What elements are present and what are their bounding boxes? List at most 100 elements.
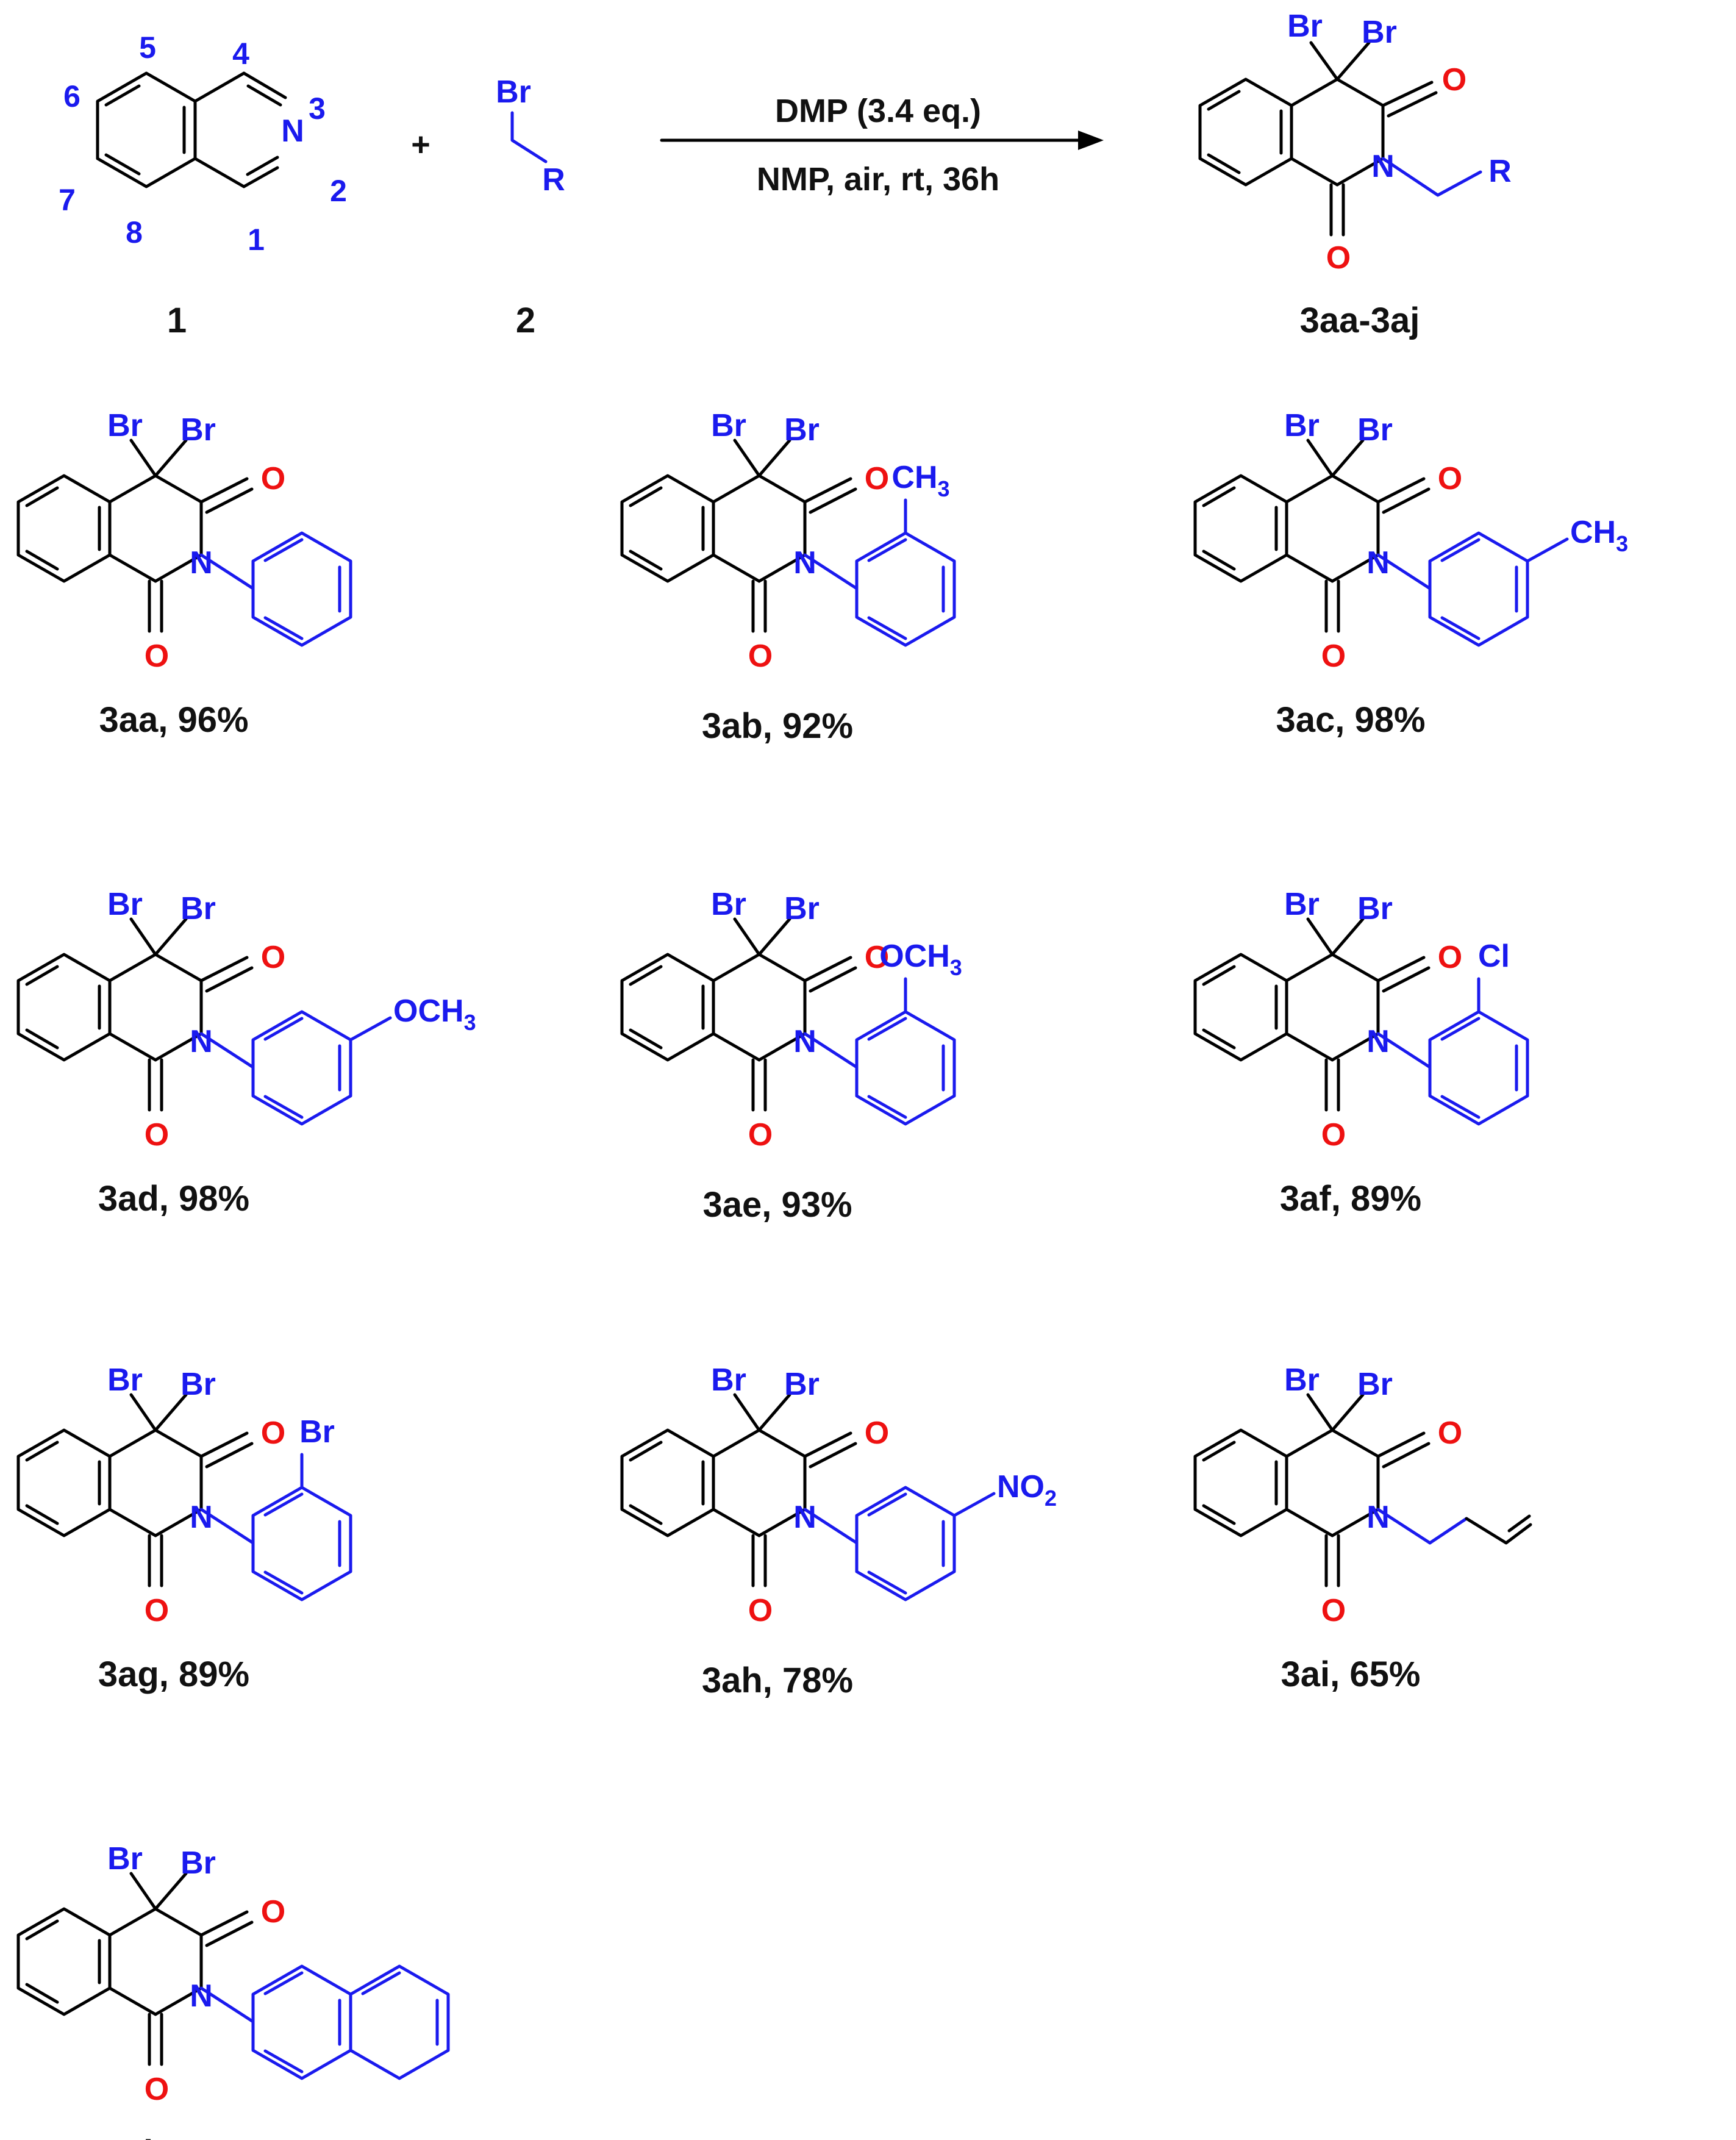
reagent-label: DMP (3.4 eq.) [775, 93, 981, 129]
core-o-1: O [865, 1415, 889, 1451]
product-caption: 3aj, 73% [104, 2133, 244, 2140]
core-br-2: Br [784, 1367, 820, 1402]
position-4: 4 [232, 37, 249, 71]
product-caption: 3ag, 89% [98, 1655, 249, 1694]
substituent-group: NO2 [997, 1469, 1057, 1511]
substituent-group: CH3 [891, 460, 949, 501]
aryl-ring [253, 533, 351, 645]
core-br-2: Br [784, 891, 820, 926]
core-br-2: Br [1357, 412, 1393, 448]
core-n: N [1366, 545, 1390, 581]
gen-br-2: Br [1362, 15, 1397, 50]
gen-br-1: Br [1287, 9, 1323, 44]
product-3ab: Br BrO O N CH3 3ab, 92% [622, 408, 954, 746]
core-o-1: O [261, 1894, 285, 1930]
core-br-1: Br [1284, 1362, 1320, 1398]
substituent-group: Cl [1478, 939, 1510, 974]
position-2: 2 [330, 174, 347, 208]
product-caption: 3af, 89% [1280, 1179, 1421, 1219]
aryl-ring [857, 1012, 954, 1124]
core-br-1: Br [107, 1841, 143, 1877]
core-o-2: O [145, 2072, 169, 2107]
alkyl-bromide-reactant: Br R 2 [496, 74, 565, 340]
position-8: 8 [126, 215, 143, 249]
general-product: Br Br O O N R 3aa-3aj [1198, 9, 1512, 340]
product-3aj: BrBrOON3aj, 73% [18, 1841, 450, 2140]
reactant2-r: R [542, 162, 565, 198]
core-n: N [793, 545, 816, 581]
product-caption: 3ae, 93% [702, 1185, 852, 1225]
aryl-ring [253, 1487, 351, 1600]
core-n: N [190, 545, 213, 581]
aryl-ring [1430, 1012, 1527, 1124]
position-7: 7 [59, 183, 76, 217]
product-caption: 3ai, 65% [1281, 1655, 1421, 1694]
core-o-2: O [1321, 639, 1346, 674]
gen-o-1: O [1442, 62, 1466, 98]
core-o-2: O [748, 639, 773, 674]
core-o-1: O [261, 1415, 285, 1451]
core-o-2: O [1321, 1117, 1346, 1153]
core-o-2: O [145, 639, 169, 674]
reactant2-label: 2 [516, 301, 535, 340]
gen-n: N [1371, 149, 1395, 184]
core-o-1: O [865, 461, 889, 496]
core-n: N [190, 1500, 213, 1535]
position-1: 1 [248, 223, 265, 257]
core-o-1: O [261, 940, 285, 975]
core-n: N [1366, 1500, 1390, 1535]
product-3ah: Br BrO O N NO2 3ah, 78% [622, 1362, 1057, 1700]
product-caption: 3ab, 92% [702, 706, 853, 746]
core-o-2: O [748, 1593, 773, 1628]
core-br-1: Br [107, 1362, 143, 1398]
product-caption: 3ah, 78% [702, 1661, 853, 1700]
core-o-2: O [145, 1117, 169, 1153]
aryl-ring [1430, 533, 1527, 645]
plus-sign: + [411, 126, 430, 163]
gen-r: R [1488, 154, 1512, 189]
allyl-chain [1428, 1517, 1468, 1545]
core-o-1: O [1438, 461, 1462, 496]
position-3: 3 [309, 91, 326, 126]
reaction-arrow: DMP (3.4 eq.) NMP, air, rt, 36h [660, 93, 1104, 198]
core-br-2: Br [180, 891, 216, 926]
position-5: 5 [139, 30, 156, 65]
reactant1-label: 1 [167, 301, 187, 340]
core-n: N [793, 1024, 816, 1059]
aryl-ring [857, 533, 954, 645]
aryl-ring [253, 1012, 351, 1124]
core-br-1: Br [107, 408, 143, 443]
position-6: 6 [63, 79, 80, 113]
reactant2-br: Br [496, 74, 531, 110]
core-o-1: O [261, 461, 285, 496]
atom-N: N [281, 113, 304, 149]
core-br-1: Br [711, 408, 746, 443]
substituent-group: OCH3 [393, 993, 476, 1035]
substituent-group: OCH3 [879, 939, 962, 980]
substituent-group: Br [299, 1414, 335, 1450]
isoquinoline-reactant: N 1 2 3 4 5 6 7 8 1 [59, 30, 347, 340]
core-br-1: Br [711, 1362, 746, 1398]
product-label: 3aa-3aj [1300, 301, 1420, 340]
core-o-2: O [1321, 1593, 1346, 1628]
core-br-1: Br [107, 887, 143, 922]
gen-o-2: O [1326, 240, 1351, 276]
core-br-1: Br [711, 887, 746, 922]
core-o-2: O [145, 1593, 169, 1628]
product-caption: 3ac, 98% [1276, 700, 1425, 740]
core-br-2: Br [1357, 1367, 1393, 1402]
core-n: N [190, 1978, 213, 2014]
core-br-2: Br [784, 412, 820, 448]
core-o-2: O [748, 1117, 773, 1153]
core-br-2: Br [1357, 891, 1393, 926]
core-n: N [793, 1500, 816, 1535]
